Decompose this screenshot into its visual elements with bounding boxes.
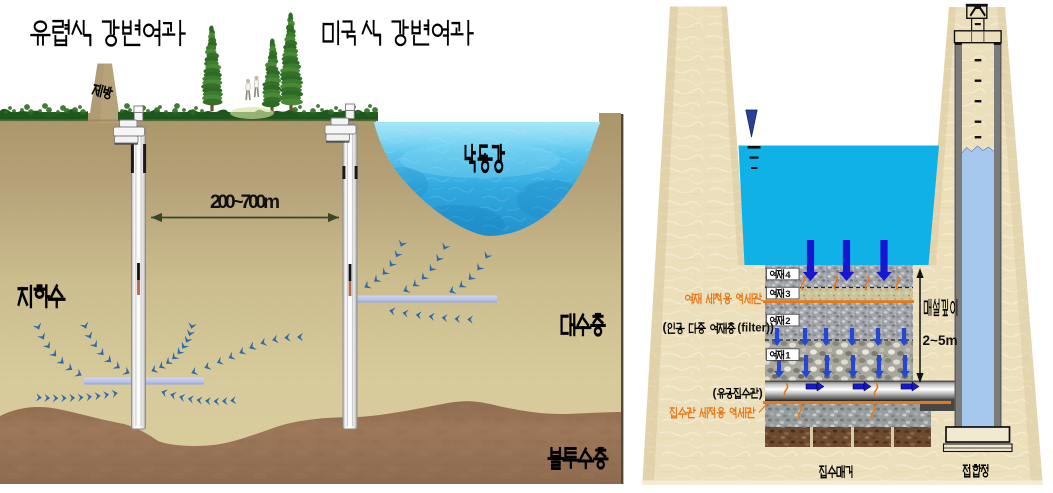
svg-text:2~5m: 2~5m <box>923 333 958 348</box>
svg-text:1: 1 <box>785 351 791 362</box>
svg-text:): ) <box>759 386 763 400</box>
svg-text:(: ( <box>663 321 668 335</box>
svg-text:(filter)): (filter)) <box>737 323 774 335</box>
svg-text:200~700m: 200~700m <box>210 192 280 213</box>
svg-text:3: 3 <box>785 289 790 300</box>
svg-text:(: ( <box>713 386 717 400</box>
svg-text:4: 4 <box>785 270 791 281</box>
svg-text:2: 2 <box>785 316 790 327</box>
